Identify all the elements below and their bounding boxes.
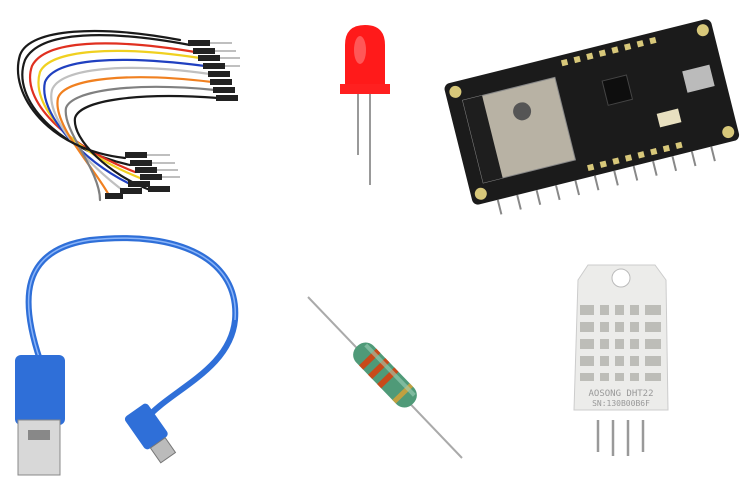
dht22-label-line1: AOSONG DHT22 [588,389,653,399]
red-led-image [340,25,390,185]
usb-cable-image [15,235,239,476]
dht22-label-line2: SN:130B00B6F [592,399,650,408]
jumper-pin-tips [147,42,240,178]
jumper-wires-image [17,29,220,202]
resistor-image [307,296,463,459]
jumper-wire-pins [105,40,238,199]
esp32-board-image [444,19,740,215]
dht22-sensor-image: AOSONG DHT22 SN:130B00B6F [573,264,669,456]
